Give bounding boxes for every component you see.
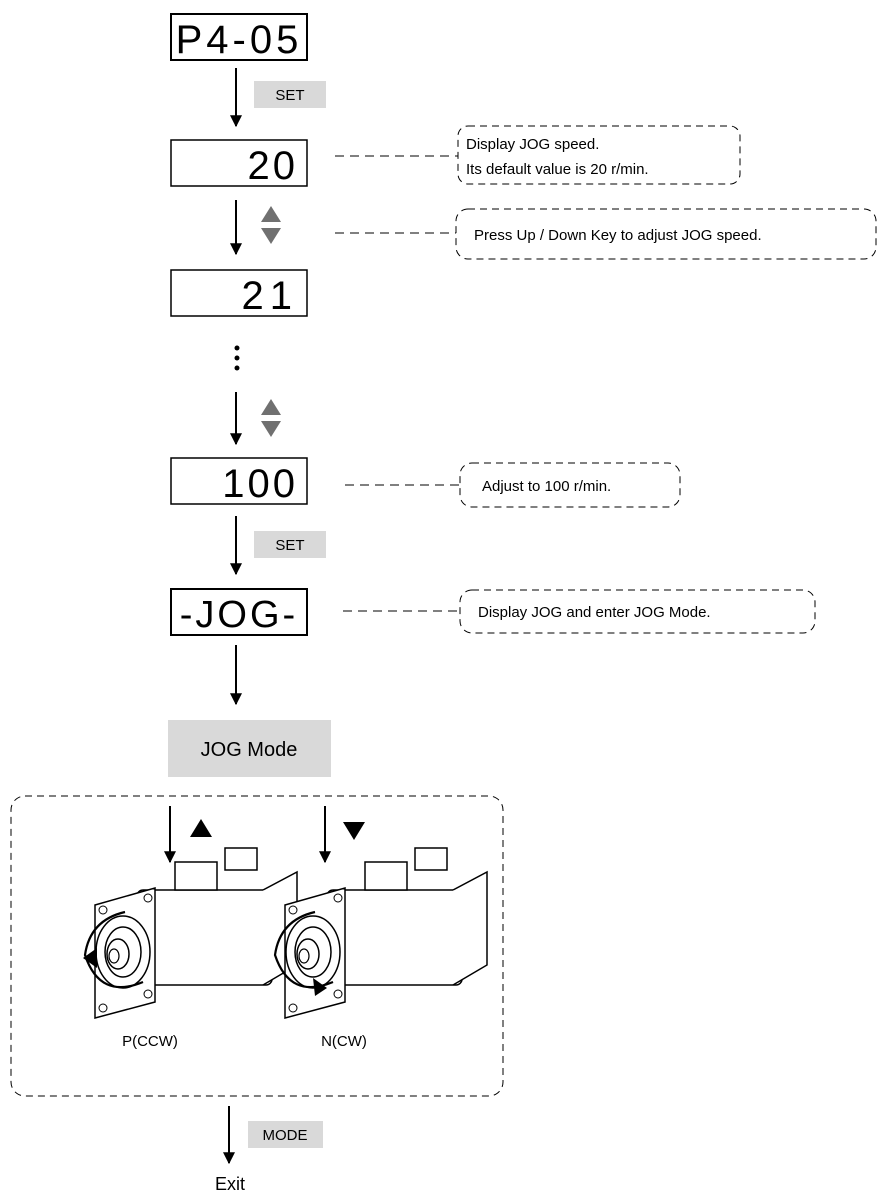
display-step-speed xyxy=(170,269,308,317)
display-param-text: P4-05 xyxy=(176,18,303,62)
up-key-icon xyxy=(190,819,212,837)
up-key-icon xyxy=(261,399,281,415)
set-key xyxy=(254,81,326,108)
display-step-speed-text: 21 xyxy=(242,274,299,318)
note-adjust-target xyxy=(459,462,681,508)
ellipsis-dot xyxy=(234,345,240,351)
down-key-icon xyxy=(343,822,365,840)
note-enter-jog-text: Display JOG and enter JOG Mode. xyxy=(478,604,711,621)
ellipsis-dot xyxy=(234,355,240,361)
set-key xyxy=(254,531,326,558)
up-key-icon xyxy=(261,206,281,222)
ccw-label: P(CCW) xyxy=(122,1033,178,1050)
jog-mode-box xyxy=(168,720,331,777)
note-adjust-hint xyxy=(455,208,877,260)
note-display-speed-line2: Its default value is 20 r/min. xyxy=(466,161,649,178)
display-target-speed-text: 100 xyxy=(222,462,298,506)
display-target-speed xyxy=(170,457,308,505)
display-default-speed xyxy=(170,139,308,187)
note-adjust-target-text: Adjust to 100 r/min. xyxy=(482,478,611,495)
motor-cw-icon xyxy=(273,846,489,1020)
jog-mode-frame xyxy=(10,795,504,1097)
display-default-speed-text: 20 xyxy=(248,144,299,188)
set-key-label: SET xyxy=(275,87,304,104)
exit-label: Exit xyxy=(215,1174,245,1194)
down-key-icon xyxy=(261,421,281,437)
note-adjust-hint-text: Press Up / Down Key to adjust JOG speed. xyxy=(474,227,762,244)
display-jog xyxy=(170,588,308,636)
motor-ccw-icon xyxy=(83,846,299,1020)
mode-key-label: MODE xyxy=(263,1127,308,1144)
ellipsis-dot xyxy=(234,365,240,371)
display-jog-text: -JOG- xyxy=(180,594,298,636)
mode-key xyxy=(248,1121,323,1148)
down-key-icon xyxy=(261,228,281,244)
note-display-speed xyxy=(457,125,741,185)
set-key-label: SET xyxy=(275,537,304,554)
note-enter-jog xyxy=(459,589,816,634)
display-param xyxy=(170,13,308,61)
jog-mode-label: JOG Mode xyxy=(201,739,298,761)
cw-label: N(CW) xyxy=(321,1033,367,1050)
note-display-speed-line1: Display JOG speed. xyxy=(466,136,599,153)
